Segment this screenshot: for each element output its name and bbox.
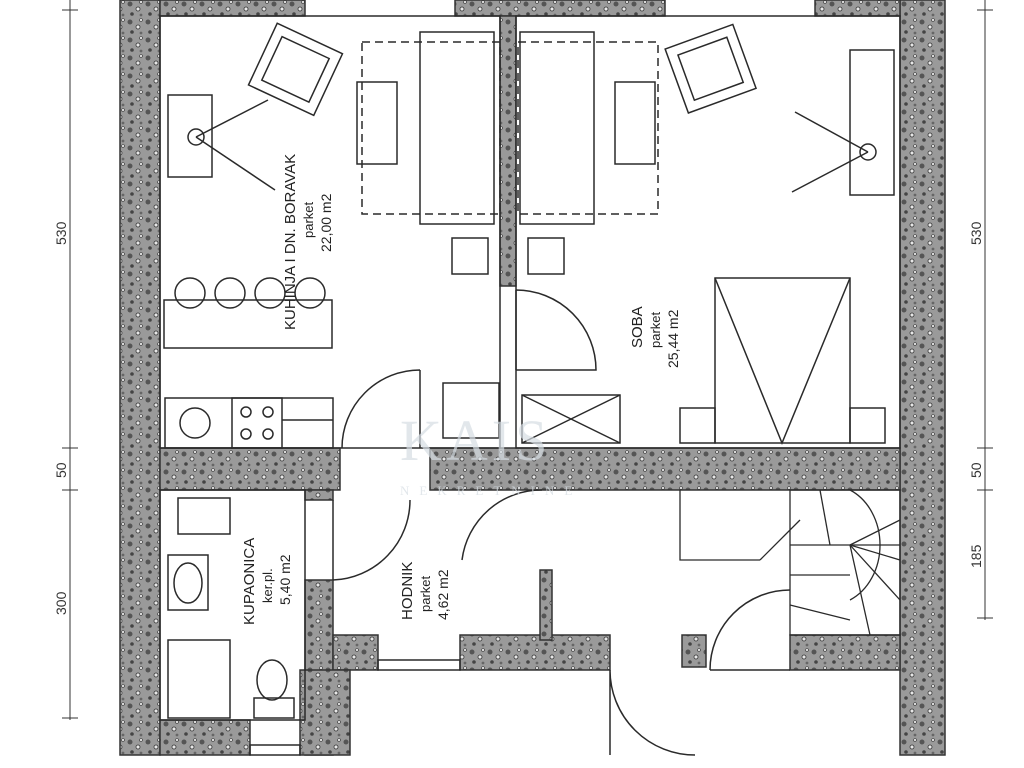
wall-right bbox=[899, 0, 946, 756]
nightstand-right bbox=[849, 407, 886, 444]
washbasin bbox=[167, 554, 209, 611]
dimension-labels: 530 50 300 530 50 185 bbox=[53, 221, 984, 615]
armchair bbox=[247, 22, 344, 117]
tv-stand bbox=[167, 94, 213, 178]
door-bedroom bbox=[515, 289, 597, 371]
doors bbox=[249, 289, 791, 756]
bedroom-area: 25,44 m2 bbox=[665, 309, 681, 368]
wall-mid-right bbox=[429, 447, 901, 491]
window-bath bbox=[249, 744, 301, 756]
bedroom-tv-icon bbox=[859, 143, 877, 161]
sofa bbox=[419, 31, 495, 225]
room-outlines bbox=[159, 15, 901, 721]
watermark-subtitle: NEKRETNINE bbox=[400, 483, 582, 498]
room-bathroom-label: KUPAONICA ker.pl. 5,40 m2 bbox=[241, 538, 293, 625]
tv-icon bbox=[187, 128, 205, 146]
living-area: 22,00 m2 bbox=[318, 193, 334, 252]
stool-2 bbox=[214, 277, 246, 309]
room-living-label: KUHINJA I DN. BORAVAK parket 22,00 m2 bbox=[282, 154, 334, 330]
door-right bbox=[709, 589, 791, 671]
kitchen-counter bbox=[163, 299, 333, 349]
wall-lower-left-block bbox=[681, 634, 707, 668]
wall-bottom-left bbox=[159, 719, 251, 756]
stool-4 bbox=[294, 277, 326, 309]
living-furniture bbox=[163, 22, 501, 449]
bathroom-area: 5,40 m2 bbox=[277, 554, 293, 605]
wall-bath-top bbox=[304, 489, 334, 501]
living-floor: parket bbox=[301, 201, 316, 238]
bathroom-name: KUPAONICA bbox=[241, 538, 258, 625]
walls bbox=[119, 0, 946, 756]
toilet-tank bbox=[253, 697, 295, 719]
stool-3 bbox=[254, 277, 286, 309]
wall-hall-pillar bbox=[539, 569, 553, 641]
washing-machine bbox=[177, 497, 231, 535]
hall-floor: parket bbox=[418, 575, 433, 612]
wall-partition bbox=[499, 15, 517, 287]
bedroom-floor: parket bbox=[648, 311, 663, 348]
side-table bbox=[451, 237, 489, 275]
dimension-lines bbox=[62, 0, 993, 720]
bedroom-name: SOBA bbox=[629, 306, 646, 348]
bathroom-floor: ker.pl. bbox=[260, 568, 275, 603]
wardrobe bbox=[521, 394, 621, 444]
room-hall-label: HODNIK parket 4,62 m2 bbox=[399, 562, 451, 620]
dim-right-bottom: 185 bbox=[968, 544, 984, 568]
bedroom-furniture bbox=[517, 23, 895, 445]
bedroom-sofa bbox=[519, 31, 595, 225]
wall-bottom-mid bbox=[299, 669, 351, 756]
wall-hall-bottom-mid bbox=[459, 634, 611, 671]
stool-1 bbox=[174, 277, 206, 309]
bathroom-fixtures bbox=[167, 497, 295, 719]
hall-name: HODNIK bbox=[399, 562, 416, 620]
sink-icon bbox=[179, 407, 211, 439]
shower bbox=[167, 639, 231, 719]
kitchen-unit bbox=[164, 397, 334, 449]
sofa-area bbox=[361, 41, 501, 215]
bedroom-armchair bbox=[664, 23, 758, 114]
dim-left-top: 530 bbox=[53, 221, 69, 245]
staircase bbox=[679, 489, 901, 636]
stove bbox=[231, 397, 283, 449]
door-entrance bbox=[609, 669, 696, 756]
dim-right-middle: 50 bbox=[968, 462, 984, 478]
fridge bbox=[442, 382, 500, 439]
window-hall bbox=[377, 659, 461, 671]
watermark: KAIS NEKRETNINE bbox=[400, 408, 582, 498]
toilet-bowl bbox=[256, 659, 288, 701]
nightstand-left bbox=[679, 407, 716, 444]
dim-left-bottom: 300 bbox=[53, 591, 69, 615]
bedroom-cushion bbox=[614, 81, 656, 165]
wall-hall-bottom-left bbox=[332, 634, 379, 671]
bedroom-side-table bbox=[527, 237, 565, 275]
bed bbox=[714, 277, 851, 444]
door-bathroom bbox=[332, 499, 411, 581]
wall-left bbox=[119, 0, 161, 756]
wall-lower-right bbox=[789, 634, 901, 671]
dim-left-middle: 50 bbox=[53, 462, 69, 478]
watermark-text: KAIS bbox=[400, 408, 551, 473]
door-living bbox=[341, 369, 421, 449]
bedroom-sofa-area bbox=[517, 41, 659, 215]
wall-top-2 bbox=[454, 0, 666, 17]
wall-top-1 bbox=[159, 0, 306, 17]
bedroom-tv-stand bbox=[849, 49, 895, 196]
living-name: KUHINJA I DN. BORAVAK bbox=[282, 154, 299, 330]
door-hall bbox=[461, 489, 543, 561]
dim-right-top: 530 bbox=[968, 221, 984, 245]
hall-area: 4,62 m2 bbox=[435, 569, 451, 620]
room-bedroom-label: SOBA parket 25,44 m2 bbox=[629, 306, 681, 368]
wall-mid-left bbox=[159, 447, 341, 491]
sofa-cushion bbox=[356, 81, 398, 165]
wall-top-3 bbox=[814, 0, 901, 17]
